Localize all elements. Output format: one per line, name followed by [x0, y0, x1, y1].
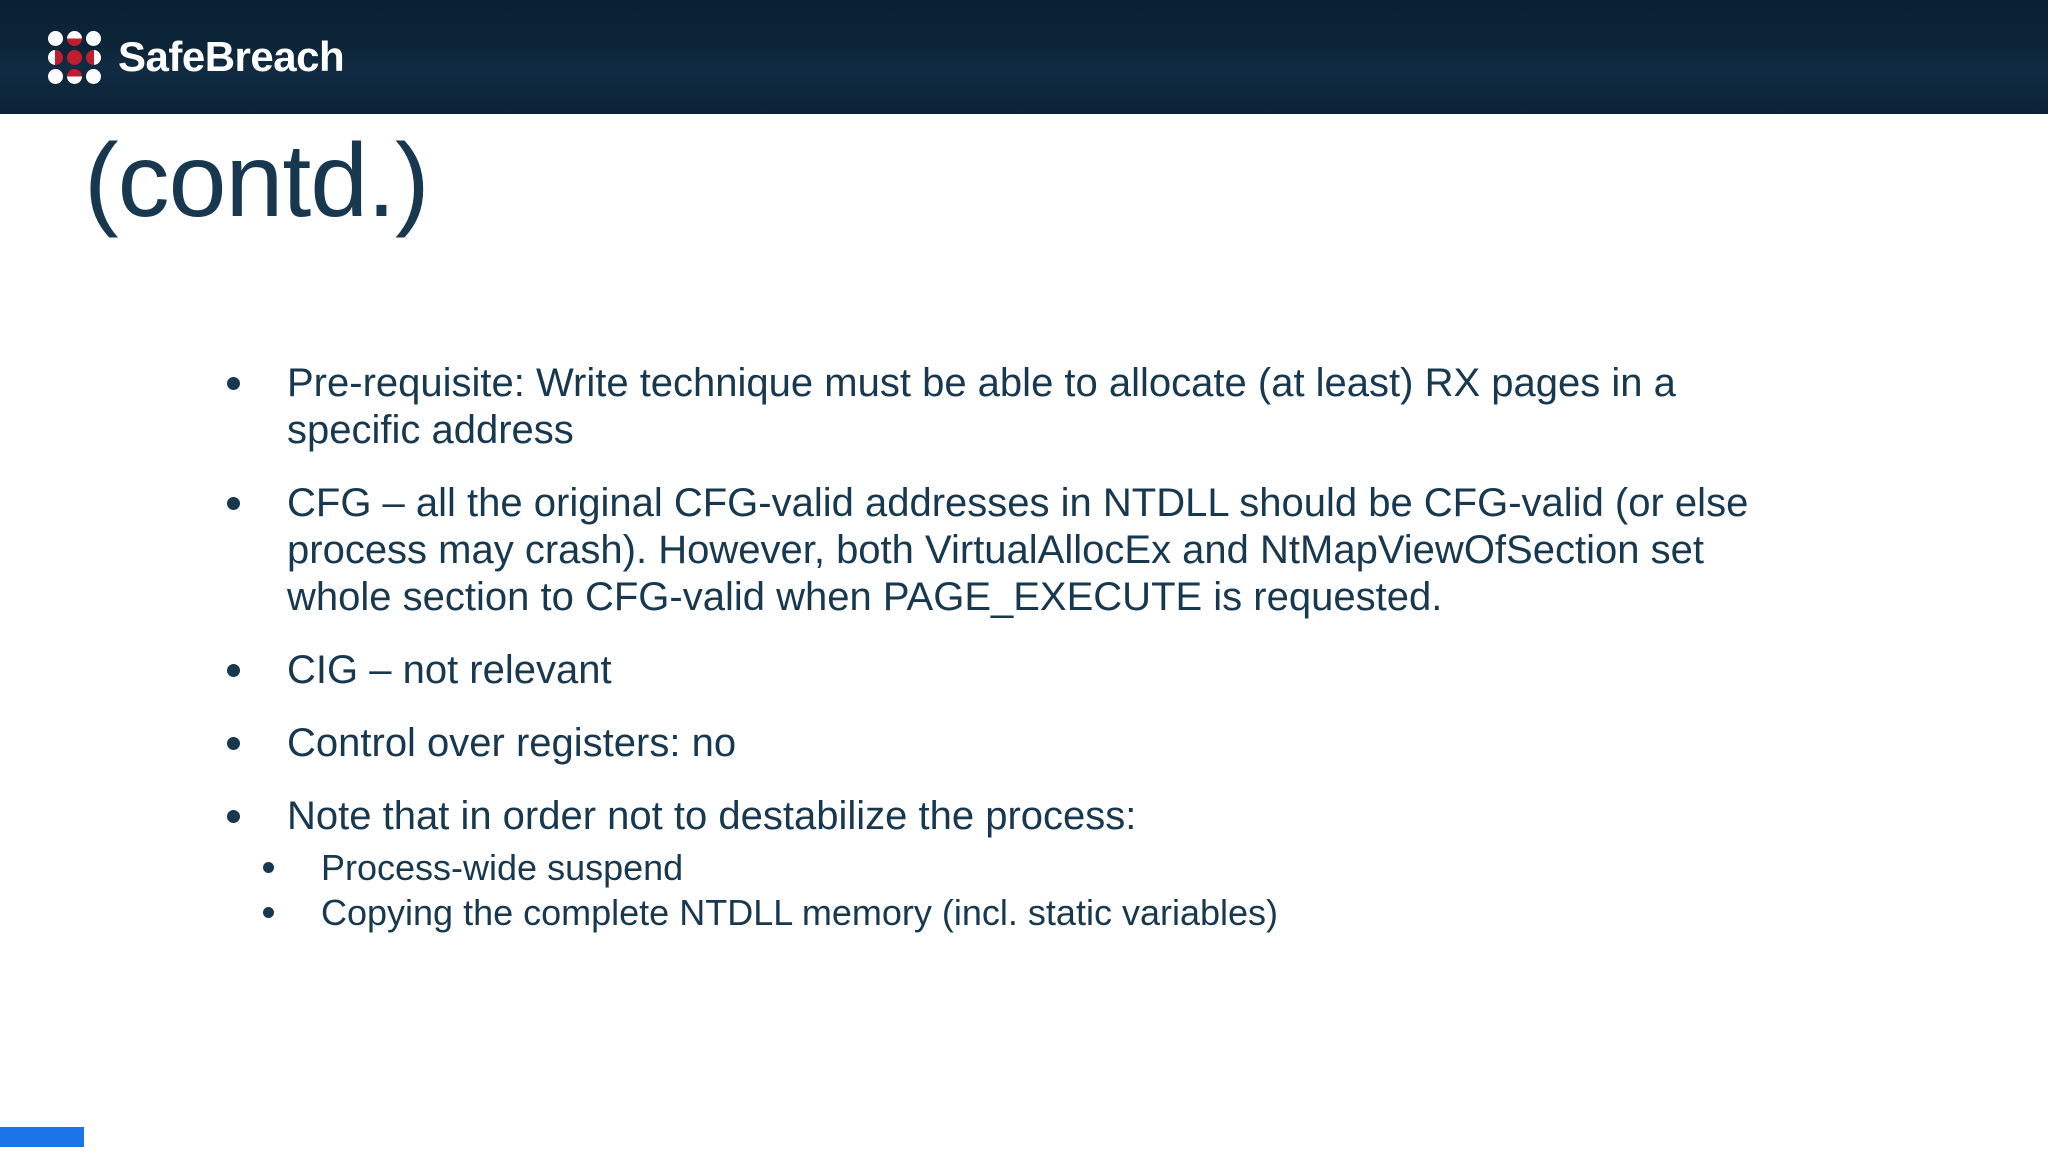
bullet-text: Control over registers: no — [287, 721, 737, 765]
bullet-icon — [263, 862, 274, 873]
logo-dot — [86, 30, 101, 46]
logo-dot — [48, 68, 63, 84]
list-item-body: Note that in order not to destabilize th… — [240, 793, 1278, 936]
safebreach-dot-grid-icon — [48, 30, 101, 84]
bullet-text: CIG – not relevant — [287, 648, 612, 692]
slide-title: (contd.) — [84, 123, 430, 239]
bullet-text: Copying the complete NTDLL memory (incl.… — [321, 892, 1279, 933]
bottom-accent-bar — [0, 1127, 84, 1147]
brand-name: SafeBreach — [118, 33, 345, 80]
sub-bullet-list: Process-wide suspend Copying the complet… — [263, 846, 1278, 935]
list-item: Control over registers: no — [227, 720, 1887, 767]
logo-dot — [67, 68, 82, 84]
bullet-icon — [227, 377, 240, 390]
logo-dot — [86, 49, 101, 65]
list-item: CFG – all the original CFG-valid address… — [227, 480, 1887, 621]
bullet-icon — [227, 810, 240, 823]
logo-dot — [48, 30, 63, 46]
list-item: Pre-requisite: Write technique must be a… — [227, 360, 1887, 454]
bullet-icon — [263, 907, 274, 918]
bullet-text: CFG – all the original CFG-valid address… — [287, 481, 1749, 619]
list-item: Copying the complete NTDLL memory (incl.… — [263, 891, 1278, 935]
logo-dot — [67, 49, 82, 65]
bullet-text: Pre-requisite: Write technique must be a… — [287, 361, 1676, 452]
logo-dot — [86, 68, 101, 84]
list-item: Note that in order not to destabilize th… — [227, 793, 1887, 936]
bullet-list: Pre-requisite: Write technique must be a… — [227, 360, 1887, 962]
bullet-text: Note that in order not to destabilize th… — [287, 794, 1137, 838]
safebreach-logo: SafeBreach — [48, 30, 345, 84]
bullet-icon — [227, 497, 240, 510]
header-bar: SafeBreach — [0, 0, 2048, 114]
bullet-text: Process-wide suspend — [321, 847, 684, 888]
logo-dot — [48, 49, 63, 65]
bullet-icon — [227, 664, 240, 677]
bullet-icon — [227, 737, 240, 750]
list-item: Process-wide suspend — [263, 846, 1278, 890]
list-item: CIG – not relevant — [227, 647, 1887, 694]
logo-dot — [67, 30, 82, 46]
